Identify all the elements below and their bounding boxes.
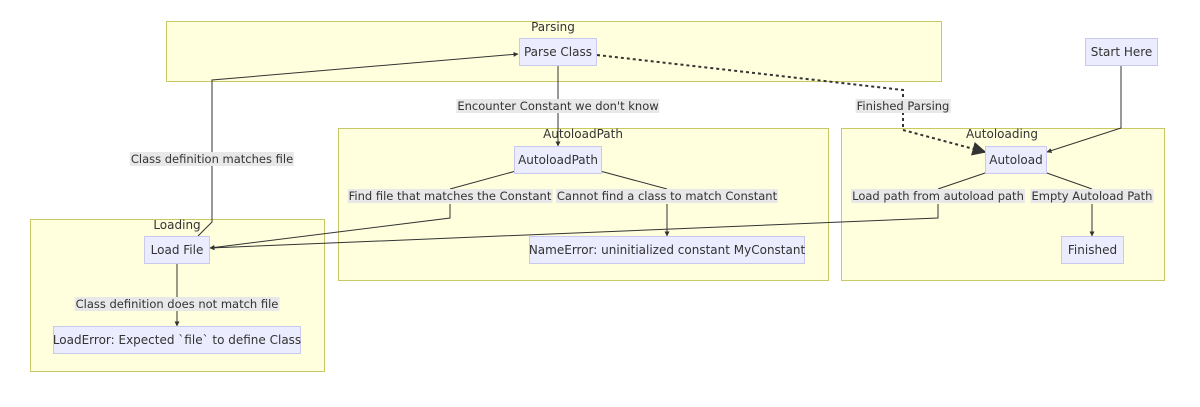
edge-autoload-to-empty-path (1043, 171, 1093, 190)
cluster-loading-title: Loading (153, 218, 201, 232)
edge-autoload-path-to-cannot-find (599, 170, 668, 190)
edge-find-file-to-load-file (209, 204, 451, 250)
edge-autoload-path-to-find-file (449, 170, 517, 190)
cluster-parsing-title: Parsing (531, 20, 575, 34)
edge-label-encounter-constant: Encounter Constant we don't know (456, 99, 660, 113)
edge-label-find-file: Find file that matches the Constant (347, 189, 553, 203)
cluster-autoloading-title: Autoloading (965, 127, 1039, 141)
node-autoload[interactable]: Autoload (985, 146, 1047, 174)
edge-start-here-to-autoload (1046, 66, 1122, 153)
edge-load-path-to-load-file (209, 204, 939, 251)
edge-label-empty-autoload-path: Empty Autoload Path (1030, 189, 1154, 203)
node-name-error[interactable]: NameError: uninitialized constant MyCons… (529, 236, 805, 264)
edge-label-class-def-matches: Class definition matches file (129, 152, 295, 166)
cluster-autoload-path-title: AutoloadPath (543, 127, 623, 141)
edge-label-load-path-from-autoload: Load path from autoload path (851, 189, 1025, 203)
node-load-file[interactable]: Load File (144, 236, 210, 264)
edge-label-finished-parsing: Finished Parsing (855, 99, 951, 113)
edge-load-file-to-parse-class (197, 51, 519, 237)
node-load-error[interactable]: LoadError: Expected `file` to define Cla… (53, 326, 301, 354)
node-parse-class[interactable]: Parse Class (519, 38, 597, 66)
edge-label-class-def-not-match: Class definition does not match file (74, 297, 280, 311)
node-start-here[interactable]: Start Here (1085, 38, 1158, 66)
edge-parse-class-to-autoload (596, 54, 987, 156)
node-finished[interactable]: Finished (1061, 236, 1124, 264)
node-autoload-path[interactable]: AutoloadPath (514, 146, 602, 174)
edge-autoload-to-load-path (937, 171, 989, 190)
edge-label-cannot-find-class: Cannot find a class to match Constant (555, 189, 779, 203)
